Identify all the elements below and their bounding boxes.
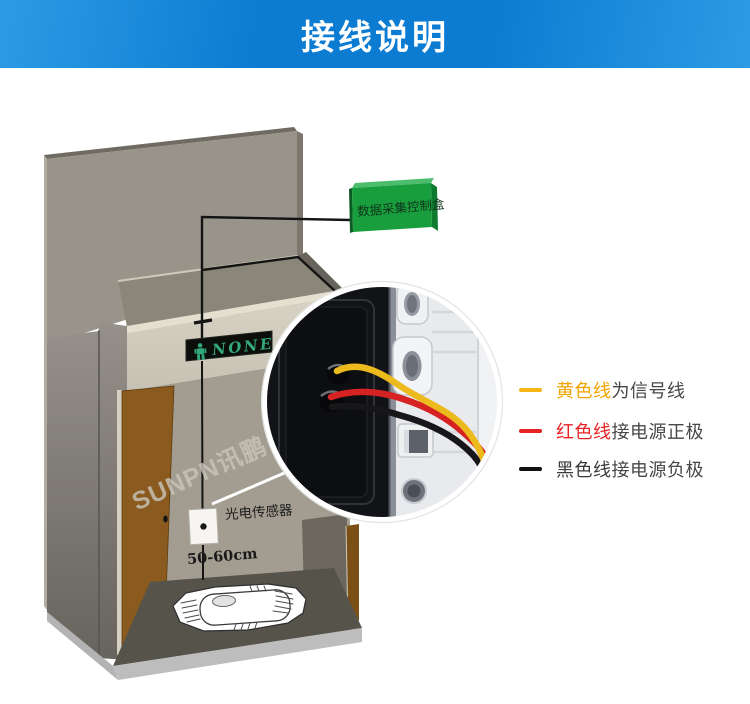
person-icon bbox=[194, 343, 207, 361]
left-wall bbox=[47, 322, 127, 660]
yellow-wire-swatch bbox=[519, 388, 542, 392]
legend-item-black: 黑色线接电源负极 bbox=[519, 457, 704, 481]
black-wire-swatch bbox=[519, 467, 542, 471]
legend-item-yellow: 黄色线为信号线 bbox=[519, 378, 686, 402]
black-wire bbox=[328, 402, 485, 470]
legend-item-red: 红色线接电源正极 bbox=[519, 419, 704, 443]
page-title: 接线说明 bbox=[301, 18, 449, 57]
door-keyhole bbox=[163, 515, 168, 523]
legend-label: 黑色线接电源负极 bbox=[556, 460, 704, 480]
control-box: 数据采集控制盒 bbox=[349, 178, 445, 233]
back-wall bbox=[44, 127, 303, 610]
squat-toilet bbox=[172, 583, 307, 632]
sensor-label: 光电传感器 bbox=[225, 501, 294, 522]
page-header-banner: 接线说明 bbox=[0, 0, 750, 68]
signal-wire bbox=[193, 215, 351, 580]
red-wire-swatch bbox=[519, 429, 542, 433]
floor-platform bbox=[47, 612, 362, 680]
legend-label: 红色线接电源正极 bbox=[556, 422, 704, 442]
yellow-wire bbox=[333, 363, 488, 465]
photo-sensor bbox=[188, 507, 219, 546]
distance-label: 50-60cm bbox=[186, 545, 258, 568]
wiring-magnifier bbox=[260, 280, 504, 524]
legend-label: 黄色线为信号线 bbox=[556, 381, 686, 401]
control-box-face bbox=[352, 183, 432, 232]
occupancy-display: NONE bbox=[185, 330, 275, 362]
